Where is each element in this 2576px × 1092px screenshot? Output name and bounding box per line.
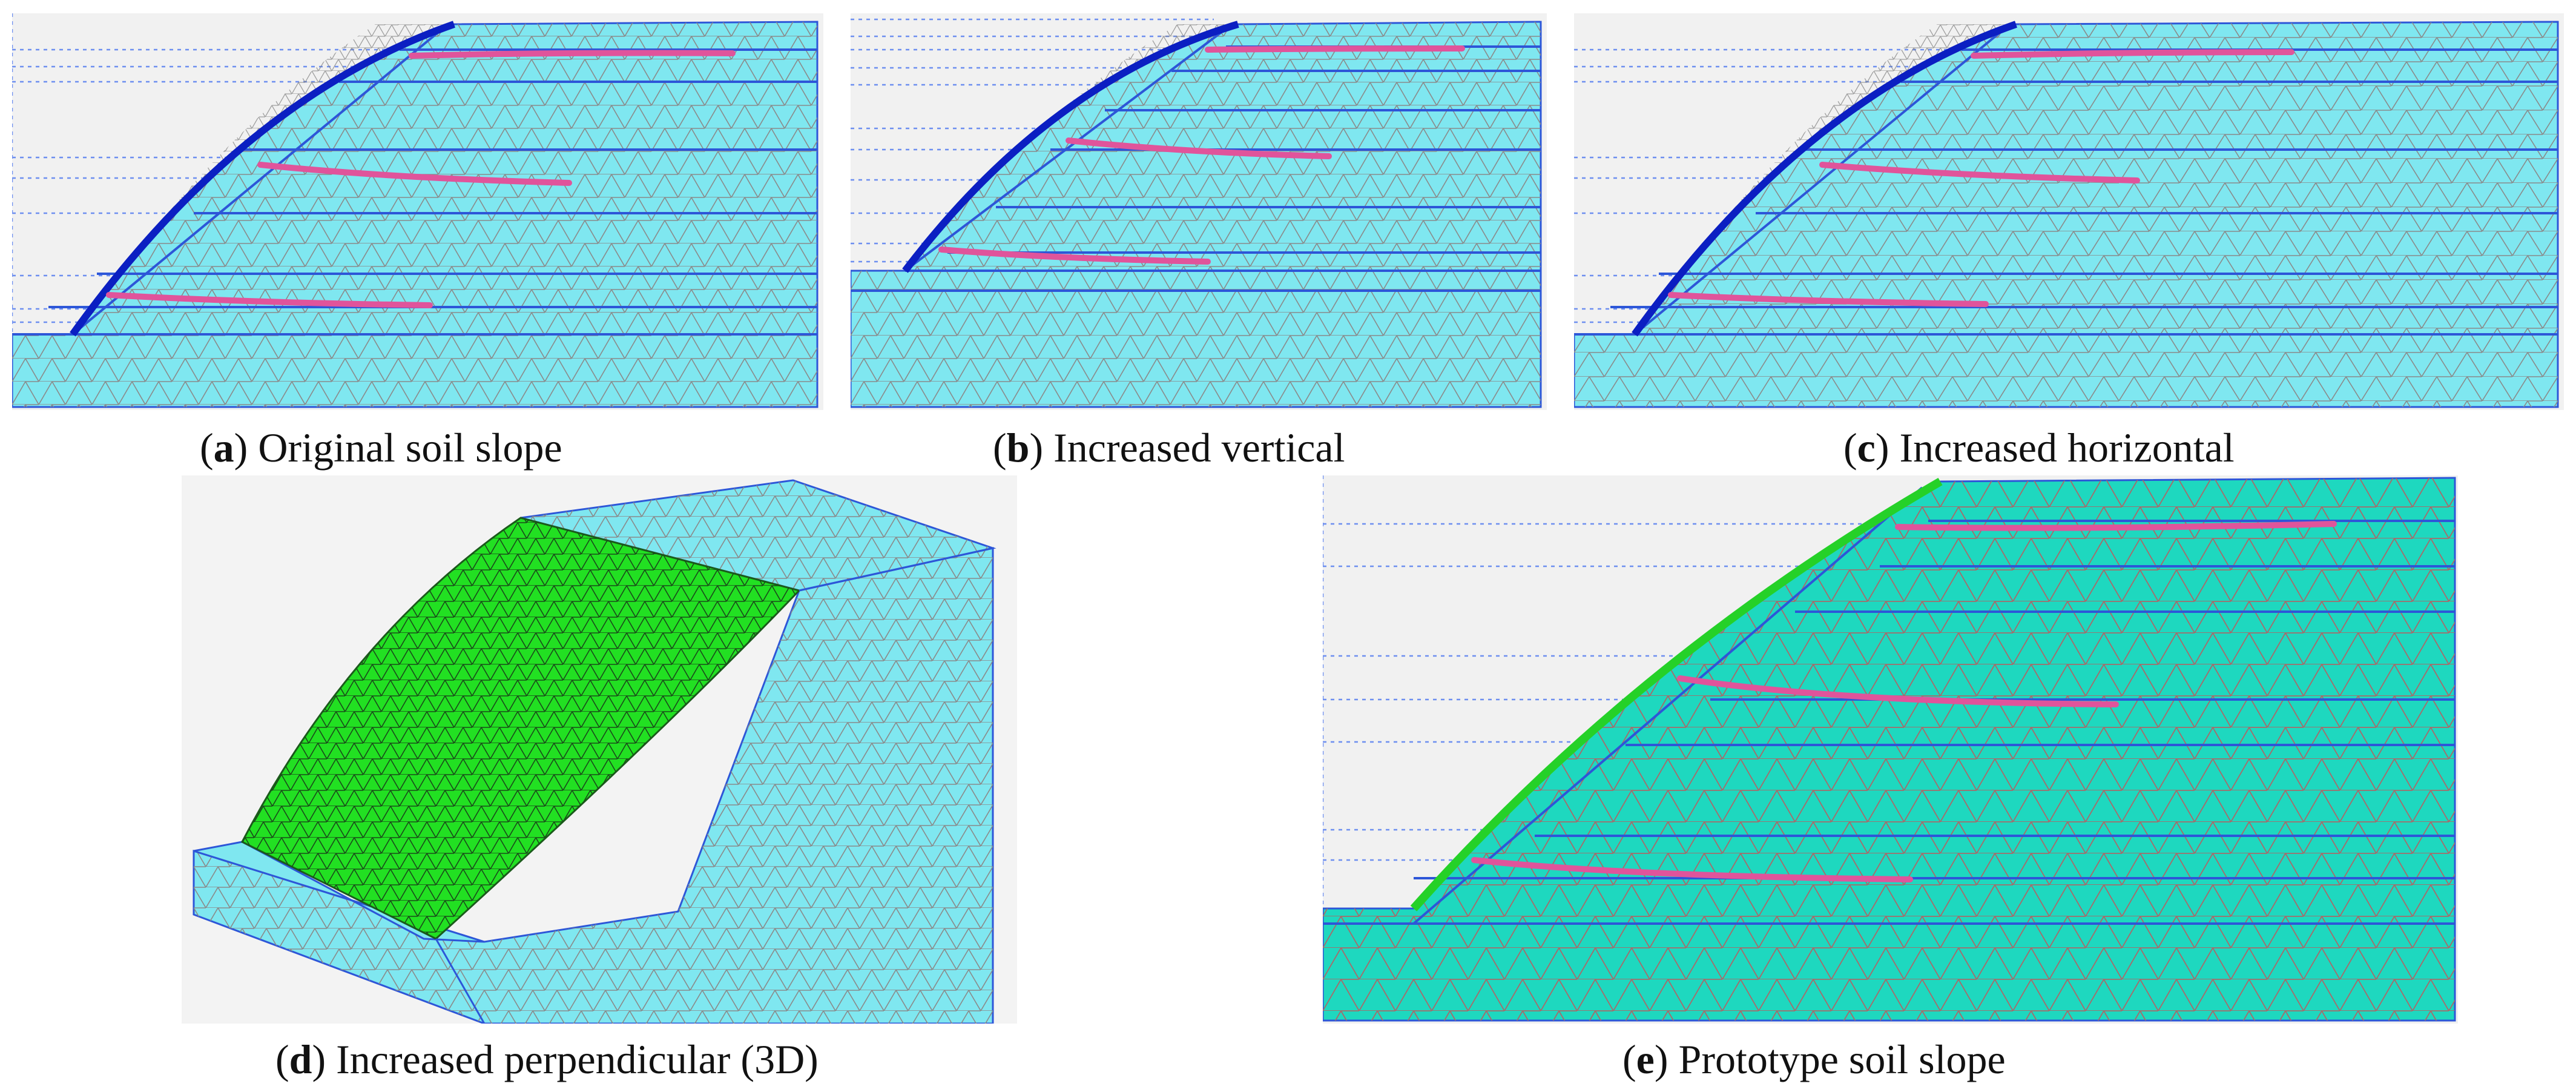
caption-b-letter: b [1006,425,1030,471]
caption-d: (d) Increased perpendicular (3D) [275,1036,819,1082]
panel-c-mesh-diagram [1574,13,2564,410]
caption-e: (e) Prototype soil slope [1622,1036,2006,1082]
panel-b-mesh-diagram [851,13,1547,410]
panel-d-3d-model [182,475,1017,1024]
caption-e-letter: e [1636,1036,1655,1082]
caption-c-text: Increased horizontal [1899,425,2235,471]
panel-a-mesh-diagram [12,13,823,410]
panel-e [1323,475,2458,1024]
caption-a-letter: a [213,425,234,471]
panel-a [12,13,823,410]
caption-a: (a) Original soil slope [200,425,562,471]
caption-c: (c) Increased horizontal [1843,425,2235,471]
panel-d [182,475,1017,1024]
caption-d-text: Increased perpendicular (3D) [336,1036,819,1082]
caption-a-text: Original soil slope [258,425,562,471]
caption-c-letter: c [1857,425,1876,471]
caption-e-text: Prototype soil slope [1678,1036,2006,1082]
panel-c [1574,13,2564,410]
caption-d-letter: d [289,1036,312,1082]
caption-b-text: Increased vertical [1053,425,1345,471]
panel-b [851,13,1547,410]
caption-b: (b) Increased vertical [993,425,1345,471]
panel-e-mesh-diagram [1323,475,2458,1024]
